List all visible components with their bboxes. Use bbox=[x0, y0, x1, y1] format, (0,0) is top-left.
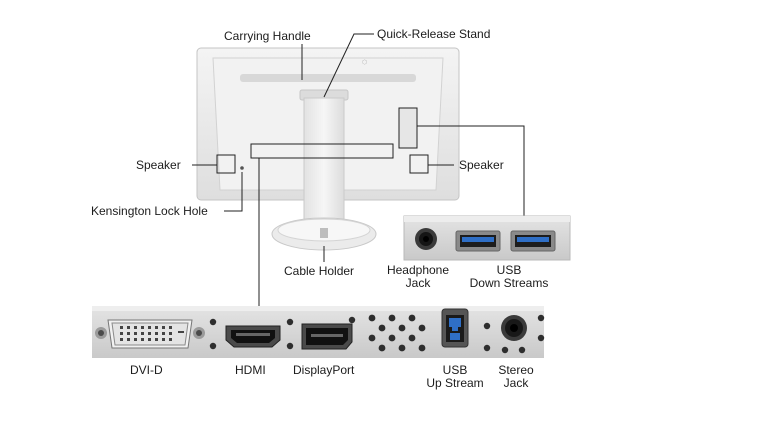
label-stereo-line1: Stereo bbox=[498, 363, 534, 377]
dvi-pin bbox=[155, 338, 158, 341]
leader-lines bbox=[192, 33, 525, 306]
label-headphone-line2: Jack bbox=[405, 276, 431, 290]
dvi-pin bbox=[162, 332, 165, 335]
dvi-pin bbox=[162, 326, 165, 329]
side-port-panel bbox=[403, 215, 571, 261]
carrying-handle bbox=[240, 74, 416, 82]
label-dvi-d: DVI-D bbox=[130, 363, 163, 377]
label-usb-down-streams: USB Down Streams bbox=[464, 264, 554, 290]
label-usb-down-line2: Down Streams bbox=[469, 276, 549, 290]
label-usb-down-line1: USB bbox=[496, 263, 522, 277]
side-ports-box bbox=[398, 107, 418, 149]
dvi-pin bbox=[141, 332, 144, 335]
label-stereo-jack: Stereo Jack bbox=[492, 364, 540, 390]
dvi-pin bbox=[169, 338, 172, 341]
dvi-pin bbox=[127, 338, 130, 341]
label-headphone-line1: Headphone bbox=[386, 263, 450, 277]
dvi-pin bbox=[169, 326, 172, 329]
label-headphone-jack: Headphone Jack bbox=[382, 264, 454, 290]
label-quick-release-stand: Quick-Release Stand bbox=[377, 27, 491, 41]
label-carrying-handle: Carrying Handle bbox=[224, 29, 311, 43]
displayport-icon bbox=[301, 316, 356, 350]
rear-ports-box bbox=[250, 143, 394, 159]
speaker-right-box bbox=[409, 154, 429, 174]
dvi-pin bbox=[134, 338, 137, 341]
dvi-pin bbox=[120, 332, 123, 335]
dvi-pin bbox=[127, 326, 130, 329]
brand-mark: ⬡ bbox=[362, 59, 367, 66]
dvi-pin bbox=[127, 332, 130, 335]
dvi-port-icon bbox=[95, 319, 205, 349]
headphone-jack-icon bbox=[415, 228, 437, 250]
label-cable-holder: Cable Holder bbox=[284, 264, 355, 278]
label-displayport: DisplayPort bbox=[293, 363, 355, 377]
speaker-left-box bbox=[216, 154, 236, 174]
dvi-pin bbox=[169, 332, 172, 335]
dvi-pin bbox=[120, 326, 123, 329]
label-stereo-line2: Jack bbox=[503, 376, 529, 390]
cable-holder bbox=[320, 228, 328, 238]
dvi-pin bbox=[141, 326, 144, 329]
quick-release-stand bbox=[271, 89, 377, 251]
dvi-pin bbox=[162, 338, 165, 341]
label-speaker-right: Speaker bbox=[459, 158, 504, 172]
label-kensington-lock-hole: Kensington Lock Hole bbox=[91, 204, 208, 218]
label-speaker-left: Speaker bbox=[136, 158, 181, 172]
dvi-blade bbox=[178, 331, 184, 333]
label-hdmi: HDMI bbox=[235, 363, 266, 377]
dvi-pin bbox=[155, 326, 158, 329]
dvi-pin bbox=[134, 332, 137, 335]
dvi-pin bbox=[148, 332, 151, 335]
dvi-pin bbox=[148, 338, 151, 341]
dvi-pin bbox=[120, 338, 123, 341]
vent-holes bbox=[209, 314, 545, 354]
dvi-pin bbox=[141, 338, 144, 341]
kensington-lock-hole bbox=[240, 166, 244, 170]
usb-downstream-icon bbox=[455, 230, 556, 252]
dvi-pin bbox=[148, 326, 151, 329]
label-usb-up-line2: Up Stream bbox=[426, 376, 484, 390]
usb-upstream-icon bbox=[441, 308, 469, 348]
dvi-pin bbox=[155, 332, 158, 335]
label-usb-up-line1: USB bbox=[442, 363, 468, 377]
hdmi-port-icon bbox=[225, 325, 281, 348]
label-usb-up-stream: USB Up Stream bbox=[418, 364, 492, 390]
rear-port-panel bbox=[92, 306, 545, 358]
stereo-jack-icon bbox=[501, 315, 527, 341]
dvi-pin bbox=[134, 326, 137, 329]
